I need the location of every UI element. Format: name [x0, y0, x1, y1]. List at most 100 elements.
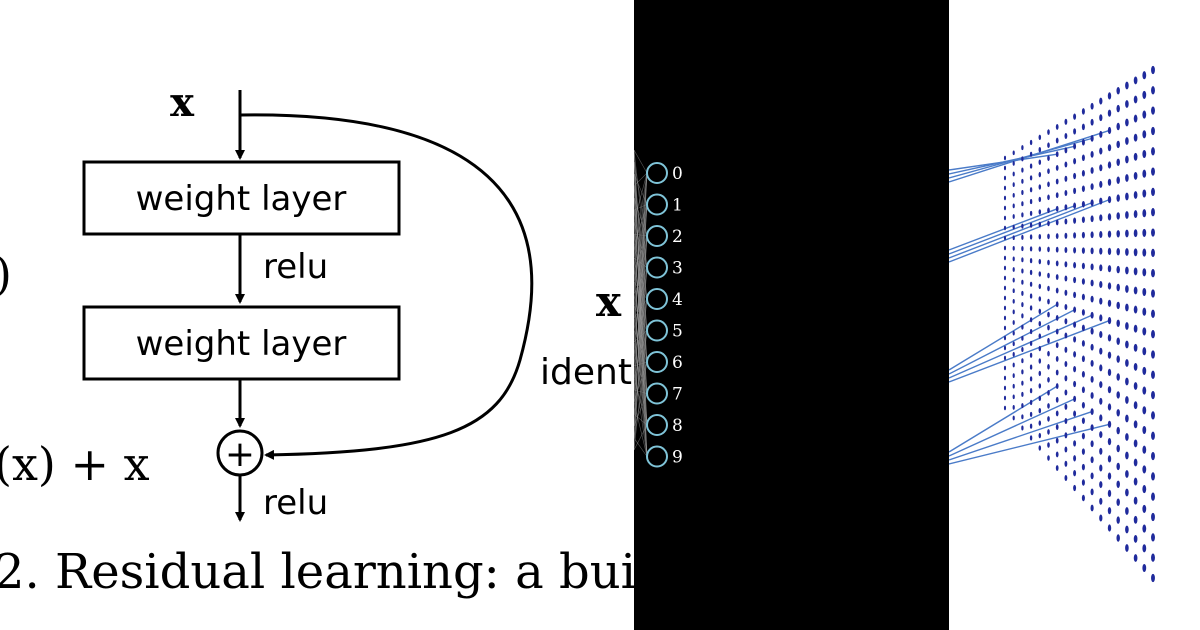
grid-dot: [1090, 504, 1094, 512]
grid-dot: [1003, 255, 1007, 261]
grid-dot: [1125, 266, 1129, 275]
grid-dot: [1003, 305, 1007, 311]
grid-dot: [1151, 411, 1155, 420]
grid-dot: [1064, 332, 1068, 339]
neuron-label: 5: [672, 322, 683, 342]
input-x-label: x: [170, 79, 195, 126]
grid-dot: [1125, 414, 1129, 423]
grid-dot: [1142, 563, 1147, 573]
grid-dot: [1099, 481, 1103, 489]
grid-dot: [1038, 221, 1042, 227]
grid-dot: [1021, 347, 1024, 352]
grid-dot: [1029, 246, 1033, 252]
grid-dot: [1073, 336, 1077, 343]
grid-dot: [1116, 480, 1120, 489]
grid-dot: [1038, 420, 1042, 426]
grid-dot: [1151, 187, 1155, 197]
grid-dot: [1003, 295, 1007, 301]
grid-dot: [1151, 390, 1155, 400]
grid-dot: [1047, 207, 1050, 214]
neuron-connection-line: [634, 172, 648, 187]
neuron-node: [646, 351, 668, 373]
grid-dot: [1073, 380, 1077, 388]
grid-dot: [1064, 389, 1068, 396]
grid-dot: [1038, 370, 1042, 377]
grid-dot: [1055, 396, 1059, 403]
grid-dot: [1125, 248, 1129, 256]
output-expression-fragment: (x) + x: [0, 437, 150, 491]
grid-dot: [1021, 279, 1024, 285]
grid-dot: [1029, 305, 1033, 311]
grid-dot: [1090, 456, 1094, 464]
grid-dot: [1107, 317, 1112, 325]
grid-dot: [1081, 324, 1085, 332]
grid-dot: [1073, 321, 1077, 328]
grid-dot: [1064, 360, 1068, 368]
figure-caption-fragment: 2. Residual learning: a building: [0, 544, 634, 600]
grid-dot: [1021, 324, 1024, 330]
grid-dot: [1055, 314, 1059, 321]
grid-dot: [1142, 307, 1147, 316]
grid-dot: [1151, 472, 1155, 481]
neuron-node: [646, 256, 668, 279]
grid-dot: [1125, 192, 1129, 201]
grid-dot: [1116, 462, 1120, 471]
grid-dot: [1099, 447, 1103, 455]
grid-dot: [1021, 145, 1024, 151]
grid-connection-line: [949, 319, 1110, 383]
grid-dot: [1090, 279, 1094, 287]
grid-connection-line: [949, 314, 1093, 379]
grid-dot: [1003, 245, 1007, 251]
grid-dot: [1125, 155, 1129, 164]
grid-dot: [1116, 373, 1120, 381]
grid-dot: [1081, 371, 1085, 378]
grid-dot: [1107, 368, 1112, 376]
grid-dot: [1021, 246, 1024, 252]
grid-dot: [1012, 214, 1015, 219]
grid-dot: [1073, 351, 1077, 358]
grid-dot: [1099, 431, 1103, 439]
grid-dot: [1090, 151, 1094, 158]
grid-dot: [1029, 376, 1033, 382]
grid-dot: [1073, 202, 1077, 209]
grid-dot: [1116, 391, 1120, 399]
grid-dot: [1047, 298, 1050, 305]
grid-dot: [1055, 465, 1059, 471]
neuron-connection-line: [634, 330, 648, 415]
grid-dot: [1090, 263, 1094, 271]
grid-dot: [1047, 285, 1050, 292]
grid-dot: [1064, 432, 1068, 439]
grid-dot: [1099, 197, 1103, 205]
grid-dot: [1064, 147, 1068, 154]
grid-dot: [1003, 235, 1007, 241]
grid-dot: [1116, 194, 1120, 202]
grid-dot: [1151, 248, 1155, 258]
grid-dot: [1021, 223, 1024, 229]
grid-dot: [1081, 200, 1085, 208]
grid-dot: [1055, 355, 1059, 362]
grid-dot: [1073, 365, 1077, 373]
grid-dot: [1038, 246, 1042, 252]
grid-dot: [1107, 144, 1112, 152]
grid-dot: [1021, 335, 1024, 341]
grid-dot: [1099, 297, 1103, 305]
grid-dot: [1038, 283, 1042, 290]
grid-dot: [1021, 178, 1024, 184]
grid-dot: [1133, 420, 1138, 429]
grid-dot: [1125, 137, 1129, 145]
grid-dot: [1090, 343, 1094, 351]
grid-dot: [1090, 295, 1094, 303]
grid-dot: [1133, 343, 1138, 352]
grid-dot: [1064, 289, 1068, 296]
grid-dot: [1142, 465, 1147, 474]
neuron-connection-line: [634, 298, 648, 427]
grid-dot: [1142, 445, 1147, 454]
grid-dot: [1029, 269, 1033, 276]
grid-dot: [1003, 385, 1007, 391]
grid-dot: [1047, 324, 1050, 331]
grid-dot: [1081, 123, 1085, 131]
grid-connection-line: [949, 303, 1058, 371]
grid-dot: [1073, 158, 1077, 165]
grid-dot: [1012, 267, 1015, 272]
grid-dot: [1125, 470, 1129, 478]
